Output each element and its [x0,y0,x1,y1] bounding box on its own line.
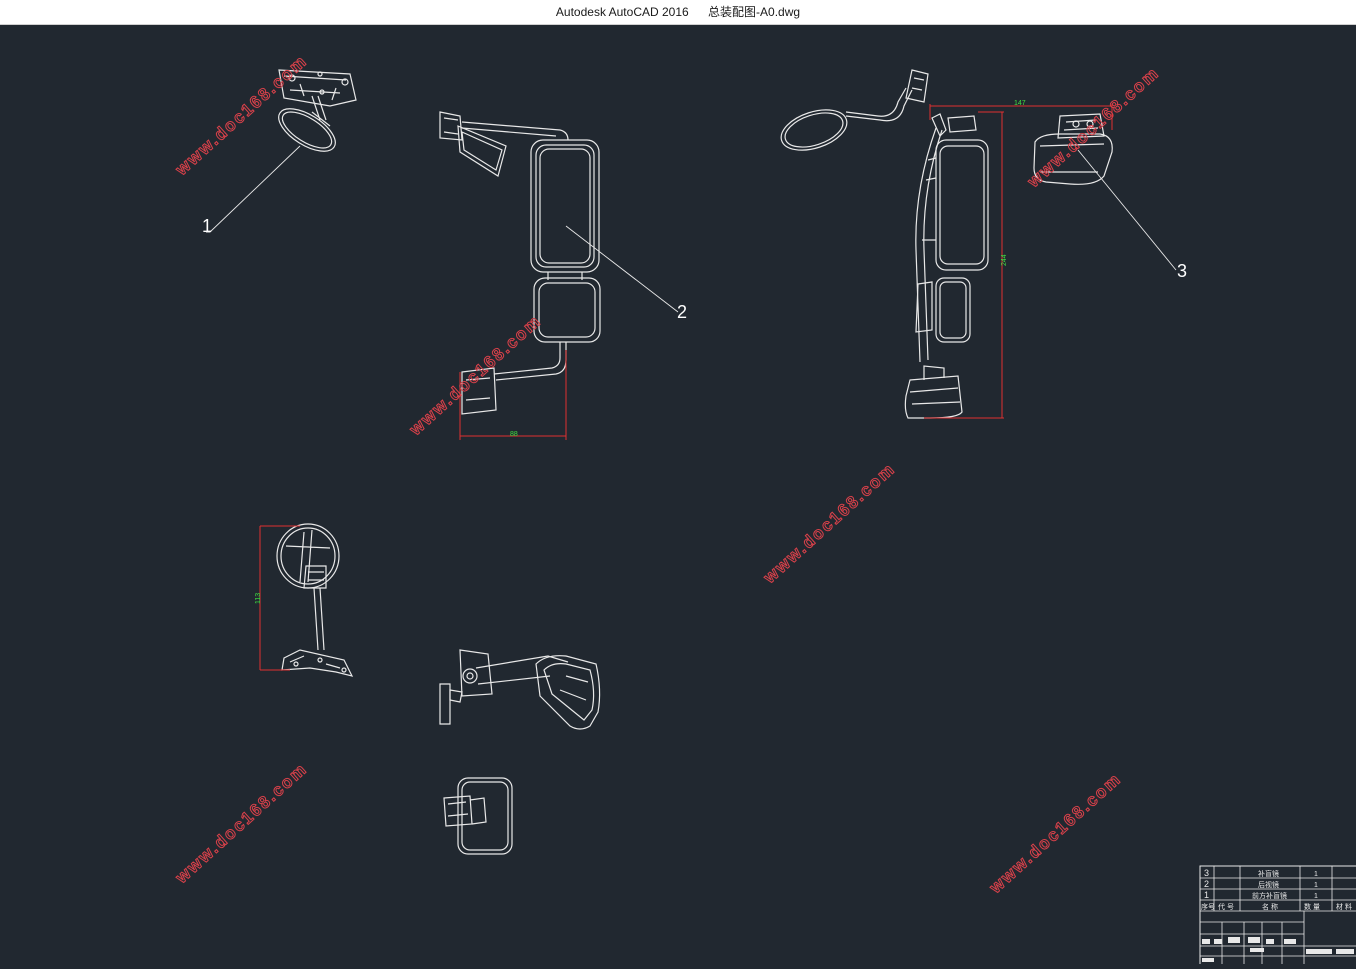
watermark-2: www.doc168.com [405,311,545,440]
bom-row-2-no: 2 [1204,879,1209,889]
watermark-6: www.doc168.com [985,769,1125,898]
dim-height-right: 244 [1001,254,1008,266]
bom-header-no: 序号 [1201,902,1215,911]
dim-width-bottom: 88 [510,431,518,438]
part-1-front-blind-mirror[interactable] [272,69,357,160]
callout-1: 1 [202,216,212,236]
watermark-4: www.doc168.com [759,459,899,588]
bom-header-code: 代 号 [1218,902,1234,911]
bom-row-2-qty: 1 [1314,882,1318,889]
drawing-svg[interactable]: 88 147 244 113 1 2 3 www.doc168.com www.… [0,24,1356,969]
part-3-blind-mirror[interactable] [776,69,1113,419]
bom-row-3-no: 1 [1204,890,1209,900]
callout-2: 2 [677,302,687,322]
dim-height-left: 113 [255,593,262,604]
bom-header-qty: 数 量 [1304,902,1320,911]
dim-top-width: 147 [1014,100,1026,107]
drawing-canvas[interactable]: 88 147 244 113 1 2 3 www.doc168.com www.… [0,24,1356,969]
bom-row-3-qty: 1 [1314,893,1318,900]
dimension-lines [259,104,1113,671]
bom-header-name: 名 称 [1262,902,1278,911]
bom-row-1-no: 3 [1204,868,1209,878]
file-name: 总装配图-A0.dwg [708,5,801,19]
watermark-1: www.doc168.com [171,51,311,180]
part-2-top-view[interactable] [439,649,601,730]
leader-lines [206,145,1177,313]
bom-row-3-name: 前方补盲镜 [1252,891,1287,900]
title-block: 3 补盲镜 1 2 后视镜 1 1 前方补盲镜 1 序号 代 号 名 称 数 量… [1199,865,1356,969]
part-2-rear-view-mirror[interactable] [439,111,601,415]
watermarks: www.doc168.com www.doc168.com www.doc168… [171,51,1164,899]
app-name: Autodesk AutoCAD 2016 [555,5,689,19]
part-1-side-view[interactable] [276,523,354,677]
bom-header-material: 材 料 [1336,902,1352,911]
bom-row-1-name: 补盲镜 [1258,869,1279,878]
part-3-side-view[interactable] [443,777,513,855]
bom-row-1-qty: 1 [1314,871,1318,878]
watermark-5: www.doc168.com [171,759,311,888]
title-bar: Autodesk AutoCAD 2016 总装配图-A0.dwg [0,0,1356,25]
callout-3: 3 [1177,261,1187,281]
bom-row-2-name: 后视镜 [1258,880,1279,889]
